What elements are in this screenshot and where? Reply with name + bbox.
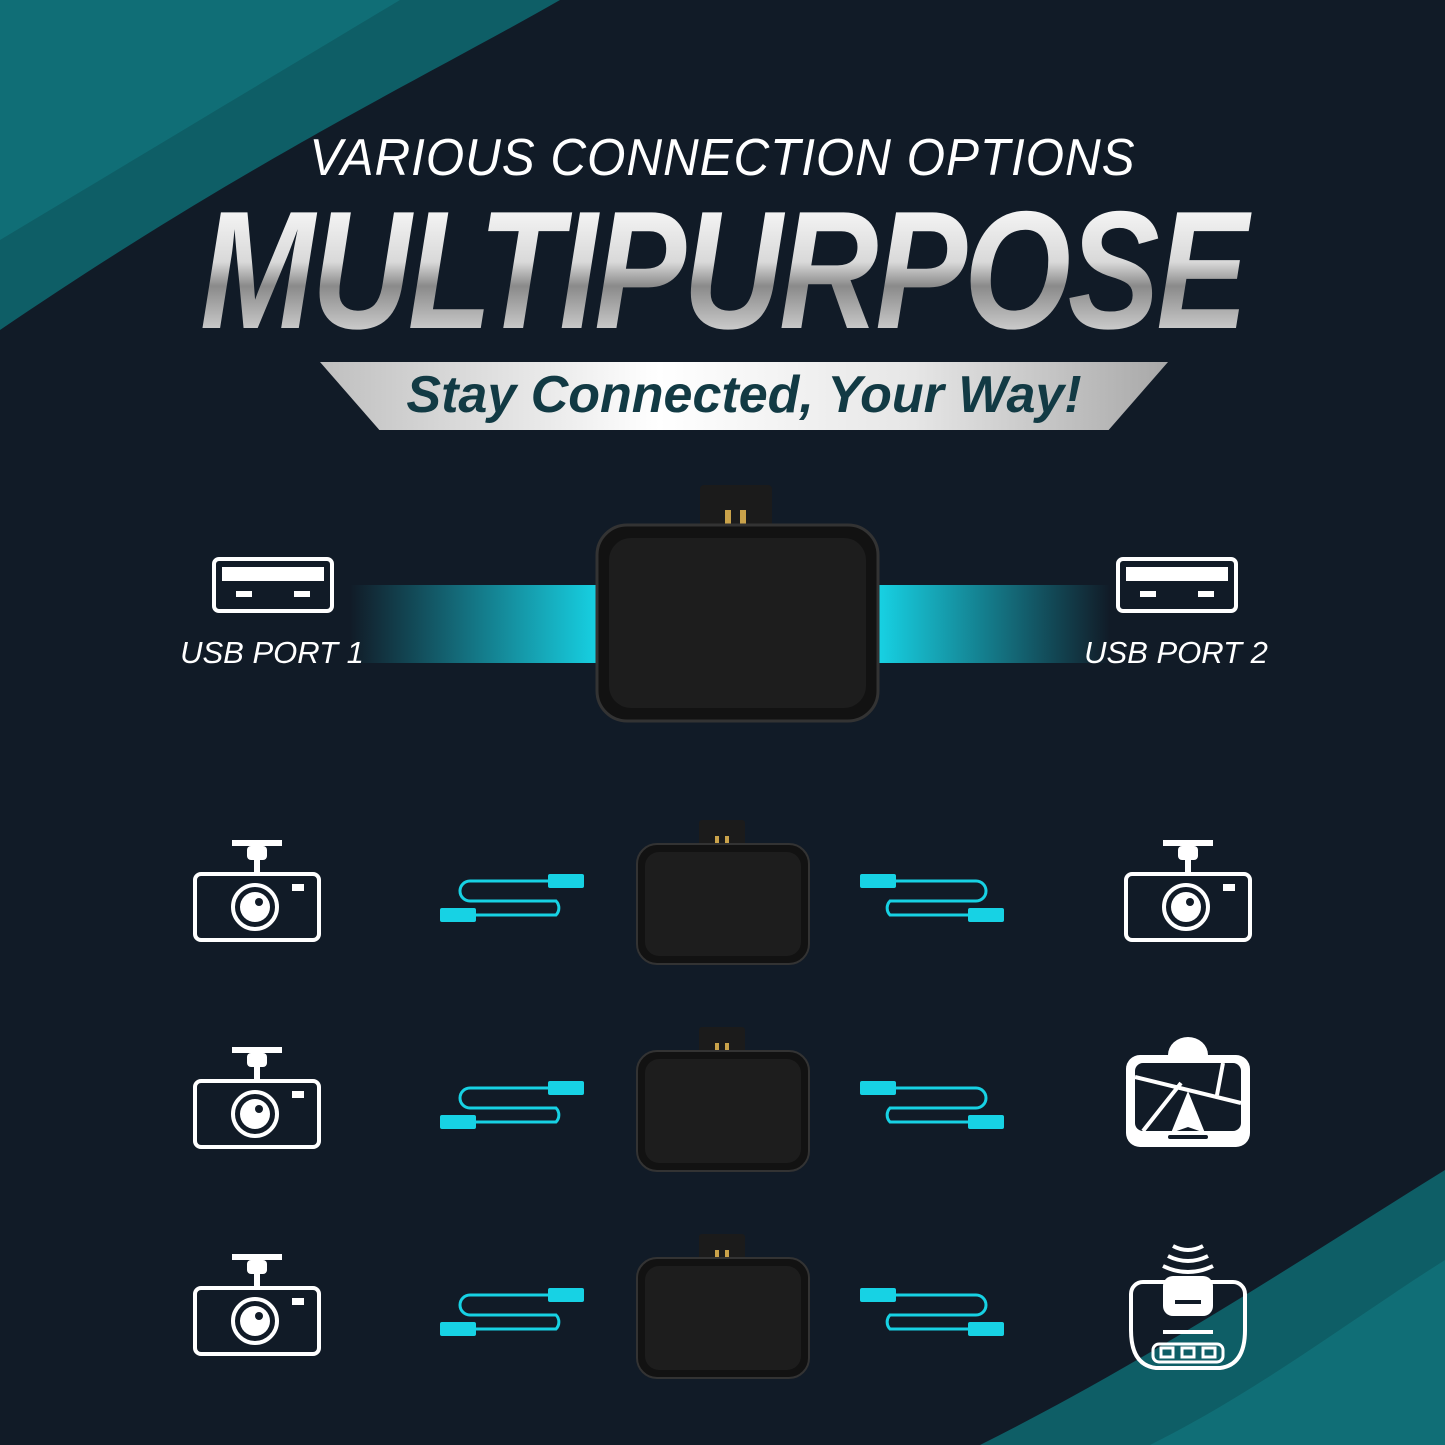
usb-port-2-label: USB PORT 2 xyxy=(1084,635,1268,670)
usb-cable-icon xyxy=(858,1282,1008,1347)
splitter-device xyxy=(635,1232,811,1387)
usb-port-icon xyxy=(1116,557,1238,613)
tagline: Stay Connected, Your Way! xyxy=(406,366,1082,424)
dashcam-icon xyxy=(192,1045,322,1160)
usb-cable-icon xyxy=(858,1075,1008,1140)
usb-cable-icon xyxy=(438,1282,588,1347)
glow-bar-right xyxy=(878,585,1110,663)
gps-navigator-icon xyxy=(1123,1033,1253,1158)
glow-bar-left xyxy=(350,585,600,663)
usb-cable-icon xyxy=(438,868,588,933)
dashcam-icon xyxy=(192,1252,322,1367)
headline: MULTIPURPOSE xyxy=(130,186,1315,354)
kicker-heading: VARIOUS CONNECTION OPTIONS xyxy=(309,129,1136,187)
splitter-device xyxy=(595,485,880,723)
dashcam-icon xyxy=(1123,838,1253,953)
usb-cable-icon xyxy=(858,868,1008,933)
usb-port-1-label: USB PORT 1 xyxy=(180,635,364,670)
usb-cable-icon xyxy=(438,1075,588,1140)
splitter-device xyxy=(635,1025,811,1180)
tagline-banner: Stay Connected, Your Way! xyxy=(320,362,1168,430)
usb-port-icon xyxy=(212,557,334,613)
radar-detector-icon xyxy=(1123,1240,1253,1375)
dashcam-icon xyxy=(192,838,322,953)
splitter-device xyxy=(635,818,811,973)
